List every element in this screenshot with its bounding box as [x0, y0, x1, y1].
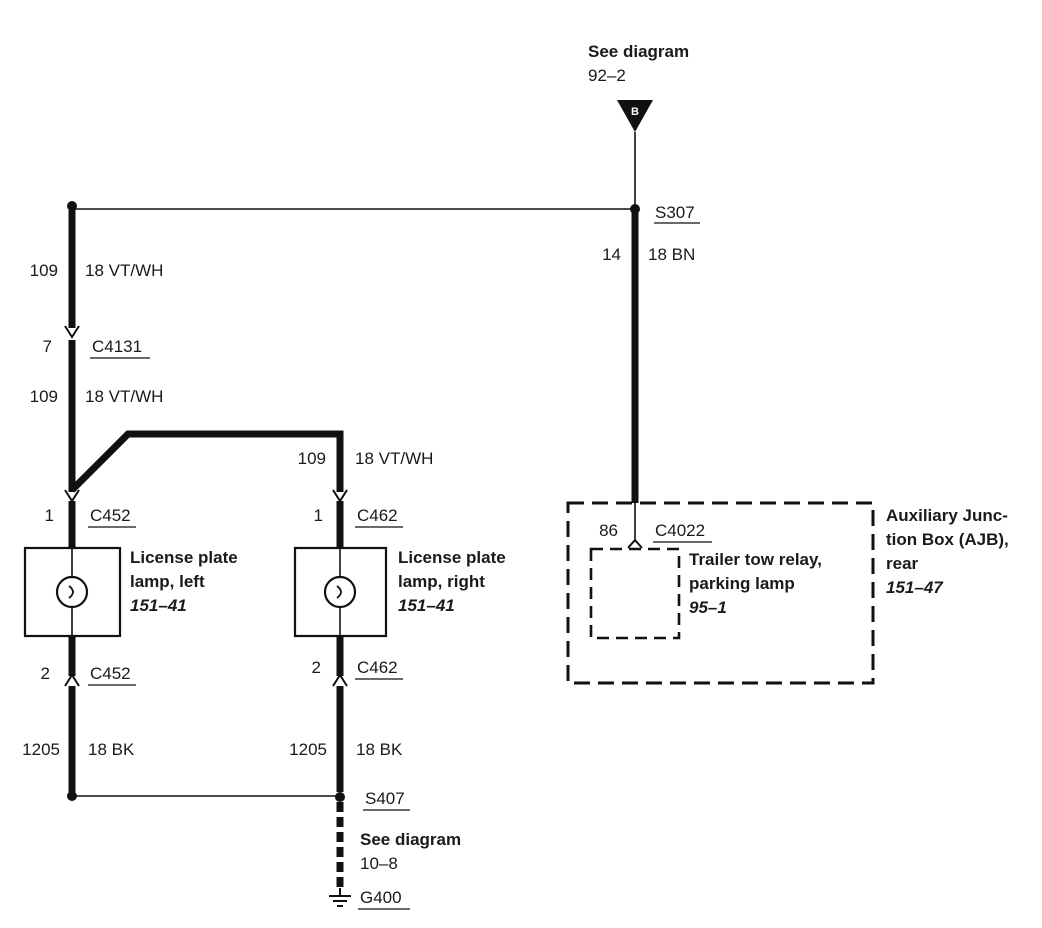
lamp-left-line2: lamp, left — [130, 572, 205, 591]
relay-conn-name: C4022 — [655, 521, 705, 540]
ajb-ref: 151–47 — [886, 578, 944, 597]
lamp-left-ref: 151–41 — [130, 596, 187, 615]
ground-g400-label: G400 — [360, 888, 402, 907]
conn-c462-bottom-pin: 2 — [312, 658, 321, 677]
ajb-line1: Auxiliary Junc- — [886, 506, 1008, 525]
conn-c462-top-name: C462 — [357, 506, 398, 525]
splice-left-top-dot — [67, 201, 77, 211]
ground-icon — [329, 888, 351, 907]
relay-box — [589, 547, 681, 640]
ajb-line3: rear — [886, 554, 919, 573]
ajb-line2: tion Box (AJB), — [886, 530, 1009, 549]
ref-flag-letter: B — [631, 106, 639, 118]
wire-brown-circuit: 14 — [602, 245, 621, 264]
conn-c452-bottom-name: C452 — [90, 664, 131, 683]
conn-c462-top-pin: 1 — [314, 506, 323, 525]
wire-branch-right — [69, 430, 344, 493]
wire-ground-right-gauge: 18 BK — [356, 740, 403, 759]
wire-ground-left-circuit: 1205 — [22, 740, 60, 759]
conn-c4131-symbol — [64, 325, 80, 339]
splice-s407-label: S407 — [365, 789, 405, 808]
wire-right-top-circuit: 109 — [298, 449, 326, 468]
relay-conn-symbol — [627, 538, 643, 549]
ref-top-line1: See diagram — [588, 42, 689, 61]
relay-ref: 95–1 — [689, 598, 727, 617]
wire-ground-right-circuit: 1205 — [289, 740, 327, 759]
splice-s407-dot — [335, 792, 345, 802]
ref-bottom-line1: See diagram — [360, 830, 461, 849]
conn-c452-top-name: C452 — [90, 506, 131, 525]
lamp-right-filament-icon — [336, 585, 342, 599]
conn-c462-bottom-symbol — [332, 673, 348, 687]
wire-left-top-gauge: 18 VT/WH — [85, 261, 163, 280]
wire-left-top-circuit: 109 — [30, 261, 58, 280]
relay-line1: Trailer tow relay, — [689, 550, 822, 569]
ref-bottom-line2: 10–8 — [360, 854, 398, 873]
splice-s307-label: S307 — [655, 203, 695, 222]
ref-top-line2: 92–2 — [588, 66, 626, 85]
lamp-right-line1: License plate — [398, 548, 506, 567]
splice-s307-dot — [630, 204, 640, 214]
conn-c4131-pin: 7 — [43, 337, 52, 356]
lamp-left-line1: License plate — [130, 548, 238, 567]
lamp-right-line2: lamp, right — [398, 572, 485, 591]
lamp-left-bulb-icon — [55, 575, 89, 609]
conn-c462-bottom-name: C462 — [357, 658, 398, 677]
relay-pin: 86 — [599, 521, 618, 540]
conn-c452-top-pin: 1 — [45, 506, 54, 525]
ajb-box — [566, 501, 875, 685]
lamp-left-filament-icon — [68, 585, 74, 599]
wire-left-mid-gauge: 18 VT/WH — [85, 387, 163, 406]
lamp-right-ref: 151–41 — [398, 596, 455, 615]
wire-left-mid-circuit: 109 — [30, 387, 58, 406]
wire-brown-gauge: 18 BN — [648, 245, 695, 264]
conn-c452-bottom-pin: 2 — [41, 664, 50, 683]
relay-line2: parking lamp — [689, 574, 795, 593]
conn-c452-bottom-symbol — [64, 673, 80, 687]
diagram-ref-flag: B — [617, 100, 653, 132]
wire-right-top-gauge: 18 VT/WH — [355, 449, 433, 468]
wire-ground-left-gauge: 18 BK — [88, 740, 135, 759]
conn-c4131-name: C4131 — [92, 337, 142, 356]
lamp-right-bulb-icon — [323, 575, 357, 609]
